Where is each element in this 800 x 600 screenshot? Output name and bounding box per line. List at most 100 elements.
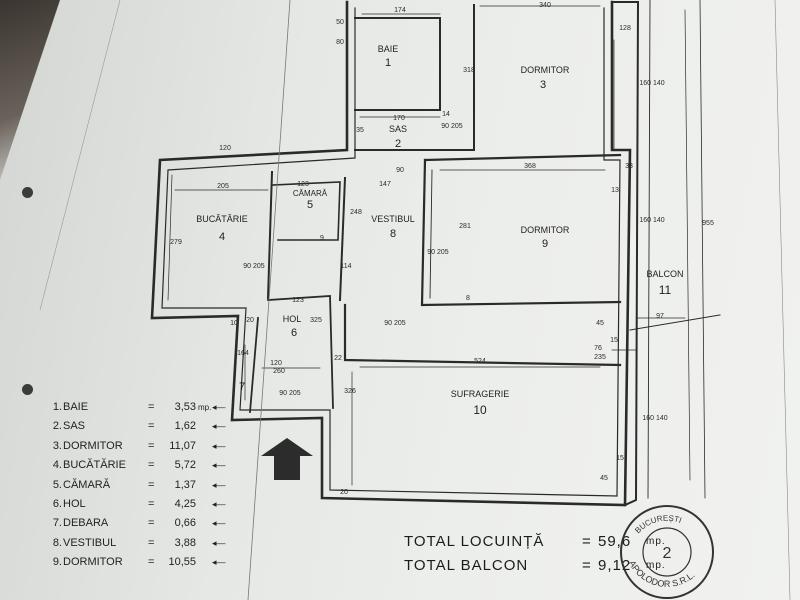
legend-area: 10,55 bbox=[168, 556, 196, 569]
legend-arrow-icon: ◂— bbox=[212, 518, 226, 529]
legend-area: 11,07 bbox=[169, 439, 196, 452]
legend-arrow-icon: ◂— bbox=[212, 440, 226, 451]
wall-living-top bbox=[343, 303, 622, 367]
legend-arrow-icon: ◂— bbox=[212, 479, 226, 490]
dimension-label: 281 bbox=[459, 223, 471, 230]
dimension-label: 120 bbox=[219, 145, 231, 152]
room-number: 3 bbox=[540, 79, 546, 91]
legend-number: 3. bbox=[52, 439, 62, 452]
stamp-text-top: BUCUREȘTI bbox=[633, 514, 683, 536]
dimension-label: 10 bbox=[230, 320, 238, 327]
dimension-label: 114 bbox=[340, 263, 351, 270]
legend-row: 4.BUCĂTĂRIE=5,72◂— bbox=[34, 456, 234, 475]
legend-room-name: SAS bbox=[63, 420, 86, 433]
room-name: BAIE bbox=[378, 44, 399, 54]
dimension-label: 248 bbox=[350, 209, 362, 216]
legend-row: 2.SAS=1,62◂— bbox=[34, 417, 234, 436]
dimension-label: 80 bbox=[336, 39, 344, 46]
dimension-label: 20 bbox=[340, 489, 348, 496]
entrance-arrow-icon bbox=[261, 438, 313, 480]
total-unit: mp. bbox=[646, 560, 666, 571]
legend-room-name: DORMITOR bbox=[63, 556, 123, 569]
dimension-label: 279 bbox=[170, 239, 182, 246]
dimension-label: 340 bbox=[539, 2, 551, 9]
dimension-label: 90 205 bbox=[427, 249, 449, 256]
sheet-border bbox=[247, 0, 291, 600]
stamp-text-bottom: APOLODOR S.R.L. bbox=[627, 559, 697, 589]
wall-pantry bbox=[271, 181, 341, 241]
room-number: 5 bbox=[307, 199, 313, 211]
legend-room-name: DORMITOR bbox=[63, 439, 123, 452]
punch-hole bbox=[22, 187, 33, 198]
dimension-label: 8 bbox=[466, 295, 470, 302]
wall-bath bbox=[354, 17, 441, 111]
dimension-label: 160 140 bbox=[639, 217, 664, 224]
dimension-label: 174 bbox=[394, 7, 406, 14]
balcony-rail bbox=[699, 0, 706, 499]
room-name: DORMITOR bbox=[521, 225, 570, 235]
dimension-label: 128 bbox=[619, 25, 631, 32]
room-name: SUFRAGERIE bbox=[451, 389, 510, 399]
dimension-label: 14 bbox=[442, 111, 450, 118]
dimension-label: 164 bbox=[237, 350, 249, 357]
dimension-label: 15 bbox=[610, 337, 618, 344]
dimension-label: 20 bbox=[246, 317, 254, 324]
legend-row: 5.CĂMARĂ=1,37◂— bbox=[34, 476, 234, 495]
legend-unit: mp. bbox=[198, 403, 212, 412]
punch-hole bbox=[22, 384, 33, 395]
legend-equals: = bbox=[148, 420, 155, 433]
dimension-label: 33 bbox=[625, 163, 633, 170]
legend-area: 4,25 bbox=[174, 497, 196, 510]
wall-closet bbox=[249, 317, 259, 413]
balcony-edge bbox=[629, 314, 721, 331]
dimension-label: 90 205 bbox=[243, 263, 265, 270]
room-number: 9 bbox=[542, 238, 548, 250]
legend-area: 5,72 bbox=[174, 459, 196, 472]
dimension-label: 50 bbox=[336, 19, 344, 26]
room-name: BALCON bbox=[646, 269, 683, 279]
legend-area: 1,62 bbox=[174, 420, 196, 433]
balcony-rail bbox=[647, 0, 651, 499]
dimension-label: 318 bbox=[463, 67, 475, 74]
outer-wall-inner-line bbox=[161, 7, 621, 497]
legend-row: 6.HOL=4,25◂— bbox=[34, 495, 234, 514]
legend-number: 5. bbox=[52, 478, 62, 491]
legend-equals: = bbox=[148, 439, 155, 452]
sheet-border bbox=[774, 0, 791, 600]
room-number: 6 bbox=[291, 327, 297, 339]
room-number: 7 bbox=[239, 381, 245, 393]
dimension-line bbox=[167, 174, 173, 301]
wall-bedroom9 bbox=[420, 158, 622, 307]
company-stamp: BUCUREȘTI APOLODOR S.R.L. 2 bbox=[620, 505, 714, 599]
legend-number: 4. bbox=[52, 459, 62, 472]
balcony-outline bbox=[611, 1, 640, 507]
legend-number: 1. bbox=[52, 401, 62, 413]
stamp-ring bbox=[620, 505, 714, 599]
dimension-label: 90 205 bbox=[279, 390, 301, 397]
dimension-label: 13 bbox=[611, 187, 619, 194]
room-number: 4 bbox=[219, 231, 225, 243]
room-number: 10 bbox=[473, 403, 487, 417]
legend-arrow-icon: ◂— bbox=[212, 402, 226, 412]
stamp-number: 2 bbox=[663, 545, 672, 562]
room-name: DORMITOR bbox=[521, 65, 570, 75]
wall-bedroom9-inner bbox=[429, 169, 433, 299]
legend-area: 3,53 bbox=[174, 401, 196, 413]
dimension-label: 260 bbox=[273, 368, 285, 375]
room-number: 8 bbox=[390, 228, 396, 240]
legend-area: 3,88 bbox=[174, 536, 196, 549]
dimension-label: 368 bbox=[524, 163, 536, 170]
dimension-label: 170 bbox=[393, 115, 405, 122]
legend-number: 7. bbox=[52, 517, 62, 530]
dimension-label: 123 bbox=[292, 297, 304, 304]
legend-room-name: VESTIBUL bbox=[63, 536, 117, 549]
dimension-label: 45 bbox=[596, 320, 604, 327]
legend-equals: = bbox=[148, 478, 155, 491]
dimension-label: 955 bbox=[702, 220, 714, 227]
dimension-label: 76 bbox=[594, 345, 602, 352]
dimension-label: 325 bbox=[310, 317, 322, 324]
legend-number: 2. bbox=[52, 420, 62, 433]
